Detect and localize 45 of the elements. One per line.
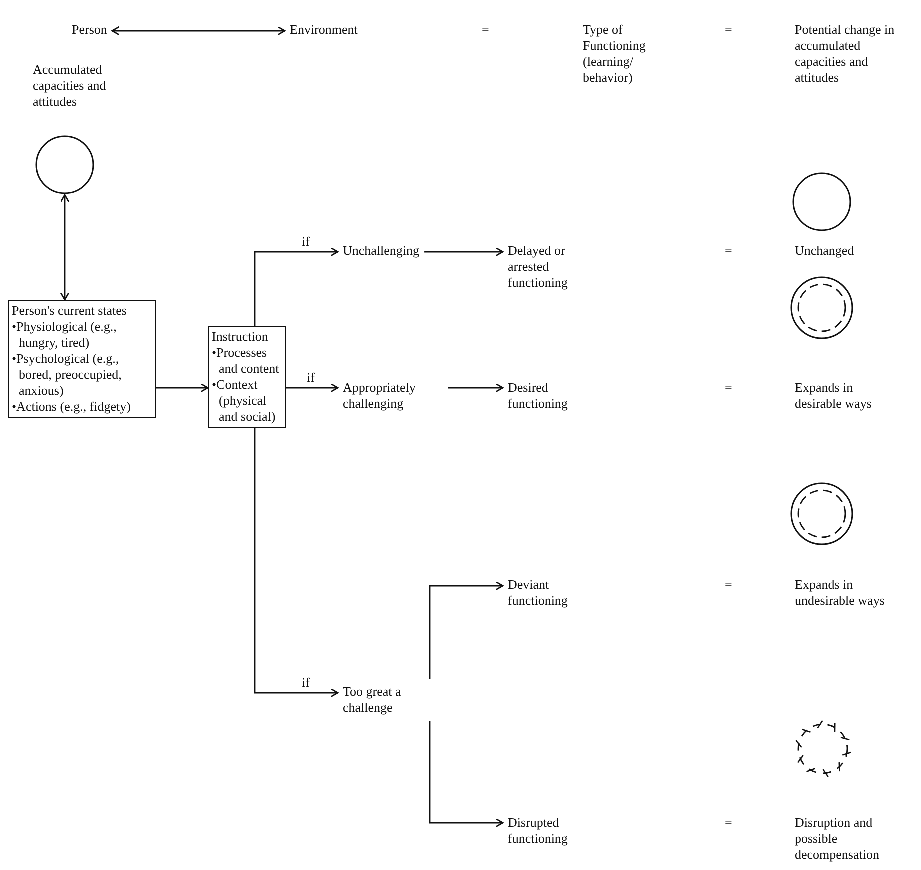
equals-sign: = <box>725 243 734 259</box>
node-label: Appropriately challenging <box>343 380 443 412</box>
node-label: Environment <box>290 22 358 38</box>
circle-symbol <box>792 172 852 232</box>
box-heading: Person's current states <box>12 303 128 319</box>
process-box <box>208 326 286 428</box>
arrow <box>254 428 339 698</box>
node-label: Disrupted functioning <box>508 815 603 847</box>
arrow <box>429 721 504 828</box>
caption-text: Disruption and possible decompensation <box>795 815 880 863</box>
bullet-item: •Processes and content <box>212 345 280 377</box>
node-label: Too great a challenge <box>343 684 438 716</box>
caption-text: Expands in undesirable ways <box>795 577 885 609</box>
bullet-item: •Physiological (e.g., hungry, tired) <box>12 319 118 351</box>
node-label: Deviant functioning <box>508 577 603 609</box>
process-box <box>8 300 156 418</box>
circle-symbol <box>35 135 95 195</box>
equals-sign: = <box>725 380 734 396</box>
caption-text: Unchanged <box>795 243 856 259</box>
circle-symbol <box>790 276 854 340</box>
caption-text: Accumulated capacities and attitudes <box>33 62 108 110</box>
arrow <box>448 383 504 393</box>
equals-sign: = <box>482 22 490 38</box>
arrow <box>254 247 339 326</box>
arrow <box>429 581 504 679</box>
caption-text: Expands in desirable ways <box>795 380 873 412</box>
arrow <box>424 247 504 257</box>
equals-sign: = <box>725 22 734 38</box>
bullet-item: •Context (physical and social) <box>212 377 277 425</box>
column-heading: Potential change in accumulated capacities and attitudes <box>795 22 895 86</box>
column-heading: Type of Functioning (learning/ behavior) <box>583 22 647 86</box>
node-label: Desired functioning <box>508 380 603 412</box>
node-label: Person <box>72 22 108 38</box>
arrow <box>156 383 209 393</box>
node-label: Unchallenging <box>343 243 420 259</box>
equals-sign: = <box>725 577 734 593</box>
arrow <box>286 383 339 393</box>
bullet-item: •Psychological (e.g., bored, preoccupied, anxious) <box>12 351 123 399</box>
node-label: Delayed or arrested functioning <box>508 243 603 291</box>
box-heading: Instruction <box>212 329 270 345</box>
arrow <box>60 194 70 301</box>
bullet-item: •Actions (e.g., fidgety) <box>12 399 132 415</box>
equals-sign: = <box>725 815 734 831</box>
arrow <box>112 26 286 36</box>
circle-symbol <box>790 482 854 546</box>
